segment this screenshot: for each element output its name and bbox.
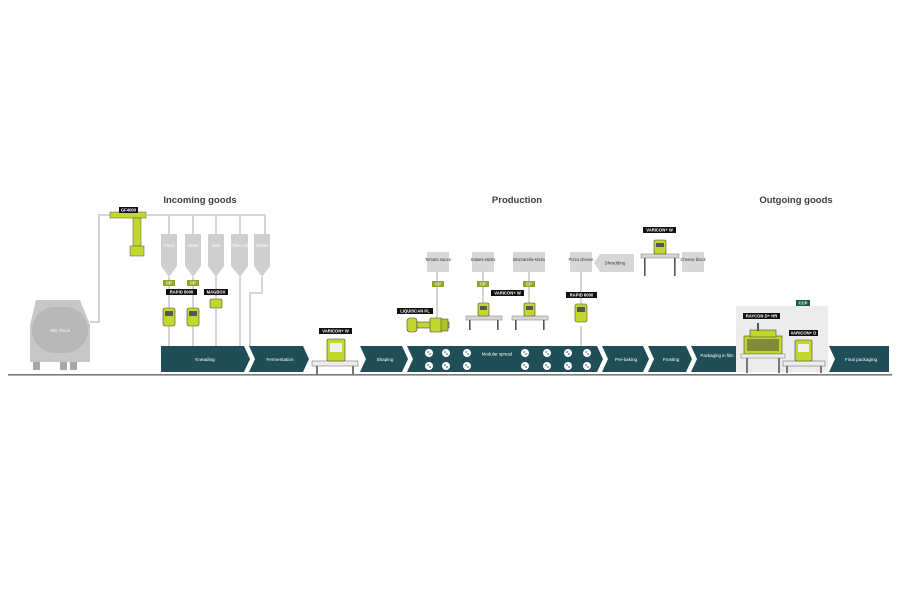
varicon-w-tag-2: VARICON+ W xyxy=(491,290,524,296)
floor-line xyxy=(8,374,892,376)
svg-text:Shredding: Shredding xyxy=(605,261,626,266)
magbox-device xyxy=(209,298,223,309)
magbox-tag: MAGBOX xyxy=(204,289,228,295)
silo-flour: Flour xyxy=(161,234,177,277)
raycon-device: RAYCON D+ HR xyxy=(740,313,786,373)
supply-pipes xyxy=(90,214,582,346)
step-shaping-label: Shaping xyxy=(377,357,394,362)
step-kneading xyxy=(161,346,250,372)
step-packaging-film-label: Packaging in film xyxy=(700,353,734,358)
step-final-packaging xyxy=(829,346,889,372)
truck-tank xyxy=(32,307,88,353)
silo-olive-oil-label: Olive oil xyxy=(231,243,247,248)
svg-text:Salami-sticks: Salami-sticks xyxy=(471,257,496,262)
svg-text:RAPID 6000: RAPID 6000 xyxy=(570,293,594,298)
cp-badge-flour: CP xyxy=(163,280,175,286)
silo-water-label: Water xyxy=(256,243,269,248)
cp-badge-mozzarella: CP xyxy=(523,281,535,287)
svg-text:VARICON+ W: VARICON+ W xyxy=(322,329,349,334)
svg-text:Mozzarella-sticks: Mozzarella-sticks xyxy=(513,257,545,262)
silo-salt: Salt xyxy=(208,234,224,277)
step-frosting xyxy=(648,346,692,372)
step-pre-baking xyxy=(602,346,649,372)
step-fermentation-label: Fermentation xyxy=(266,357,294,362)
svg-text:CCP: CCP xyxy=(799,301,808,306)
svg-text:MAGBOX: MAGBOX xyxy=(207,290,226,295)
shredding-arrow: Shredding xyxy=(594,254,634,272)
incoming-goods-heading: Incoming goods xyxy=(163,195,236,206)
step-modular-spread-label: Modular spread xyxy=(482,352,513,357)
svg-text:RAPID 5000: RAPID 5000 xyxy=(170,290,194,295)
svg-text:CP: CP xyxy=(190,281,196,286)
varicon-d-device: VARICON+ D xyxy=(782,330,826,373)
svg-text:CP: CP xyxy=(526,282,532,287)
rapid6000-device: RAPID 6000 xyxy=(566,292,597,323)
process-band: Kneading Fermentation Shaping Modular sp… xyxy=(161,346,889,372)
svg-text:Pizza cheese: Pizza cheese xyxy=(569,257,595,262)
rapid5000-tag: RAPID 5000 xyxy=(166,289,197,295)
pizza-bases xyxy=(425,349,591,370)
step-fermentation xyxy=(249,346,309,372)
svg-text:LIQUISCAN PL: LIQUISCAN PL xyxy=(400,309,430,314)
salami-checkweigher xyxy=(465,302,503,330)
cp-badge-salami: CP xyxy=(477,281,489,287)
cp-badge-yeast: CP xyxy=(187,280,199,286)
production-heading: Production xyxy=(492,195,542,206)
silo-yeast-label: Yeast xyxy=(187,243,199,248)
step-frosting-label: Frosting xyxy=(663,357,680,362)
gf4000-device: GF4000 xyxy=(109,207,147,257)
silo-salt-label: Salt xyxy=(212,243,221,248)
rapid5000-device-2 xyxy=(186,307,200,327)
svg-text:RAYCON D+ HR: RAYCON D+ HR xyxy=(746,314,778,319)
pizza-toppings xyxy=(427,351,589,368)
svg-text:CP: CP xyxy=(435,282,441,287)
svg-text:CP: CP xyxy=(166,281,172,286)
gf4000-tag: GF4000 xyxy=(121,208,137,213)
silo-truck: Silo Truck xyxy=(30,300,90,370)
pizza-cheese-box: Pizza cheese xyxy=(569,252,595,272)
mozzarella-checkweigher xyxy=(511,302,549,330)
cheese-block-box: Cheese block xyxy=(680,252,707,272)
ccp-badge: CCP xyxy=(796,300,810,306)
step-shaping xyxy=(360,346,408,372)
cp-badge-tomato: CP xyxy=(432,281,444,287)
silo-yeast: Yeast xyxy=(185,234,201,277)
step-kneading-label: Kneading xyxy=(195,357,215,362)
step-pre-baking-label: Pre-baking xyxy=(615,357,638,362)
svg-text:CP: CP xyxy=(480,282,486,287)
varicon-w-device-1: VARICON+ W xyxy=(311,328,359,374)
liquiscan-device: LIQUISCAN PL xyxy=(397,308,450,333)
svg-text:VARICON+ D: VARICON+ D xyxy=(791,331,817,336)
silo-olive-oil: Olive oil xyxy=(231,234,248,277)
tomato-sauce-box: Tomato sauce xyxy=(425,252,452,272)
svg-text:Tomato sauce: Tomato sauce xyxy=(425,257,452,262)
silo-truck-label: Silo Truck xyxy=(50,328,71,333)
step-final-packaging-label: Final packaging xyxy=(845,357,878,362)
svg-text:VARICON+ W: VARICON+ W xyxy=(494,291,521,296)
salami-sticks-box: Salami-sticks xyxy=(471,252,496,272)
step-modular-spread xyxy=(407,346,603,372)
rapid5000-device-1 xyxy=(162,307,176,327)
svg-text:Cheese block: Cheese block xyxy=(680,257,706,262)
varicon-w-device-3: VARICON+ W xyxy=(640,227,680,276)
mozzarella-sticks-box: Mozzarella-sticks xyxy=(513,252,545,272)
svg-text:VARICON+ W: VARICON+ W xyxy=(646,228,673,233)
outgoing-goods-heading: Outgoing goods xyxy=(759,195,832,206)
silo-flour-label: Flour xyxy=(164,243,175,248)
silo-water: Water xyxy=(254,234,270,277)
step-packaging-film xyxy=(691,346,742,372)
